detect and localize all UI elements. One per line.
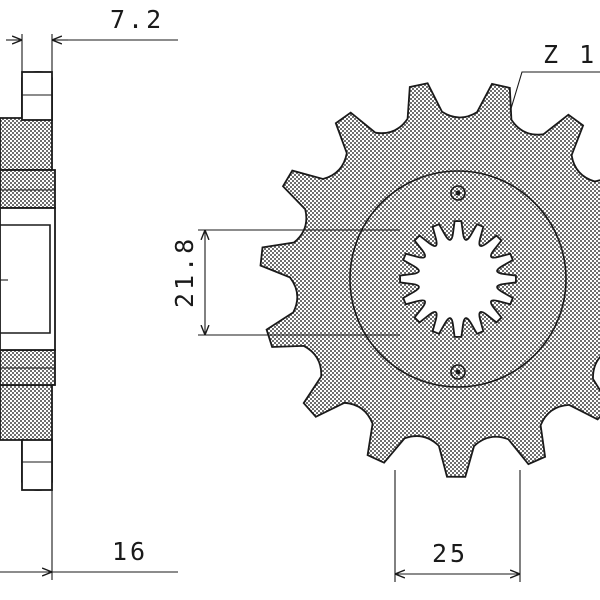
- side-view-tooth-top: [21, 71, 53, 121]
- bolt-hole-top: [450, 185, 466, 201]
- dimension-bolt-spacing-label: 25: [432, 539, 468, 568]
- spline-bore: [399, 220, 517, 338]
- dimension-spline-diameter-label: 21.8: [170, 236, 199, 308]
- dimension-hub-width: 7.2: [6, 5, 178, 40]
- dimension-overall-width: 16: [0, 537, 178, 572]
- dimension-tooth-count: Z 1: [509, 40, 600, 113]
- hub-circle: [349, 170, 567, 388]
- bolt-hole-bottom: [450, 364, 466, 380]
- side-view-tooth-bottom: [21, 439, 53, 491]
- front-view: [259, 82, 600, 478]
- dimension-bolt-spacing: 25: [394, 470, 521, 582]
- dimension-overall-width-label: 16: [112, 537, 148, 566]
- tooth-count-label: Z 1: [543, 40, 597, 69]
- dimension-spline-diameter: 21.8: [170, 229, 400, 336]
- dimension-hub-width-label: 7.2: [110, 5, 164, 34]
- side-view-hub-upper: [0, 169, 56, 209]
- side-view: [0, 34, 56, 580]
- side-view-bore: [0, 207, 56, 351]
